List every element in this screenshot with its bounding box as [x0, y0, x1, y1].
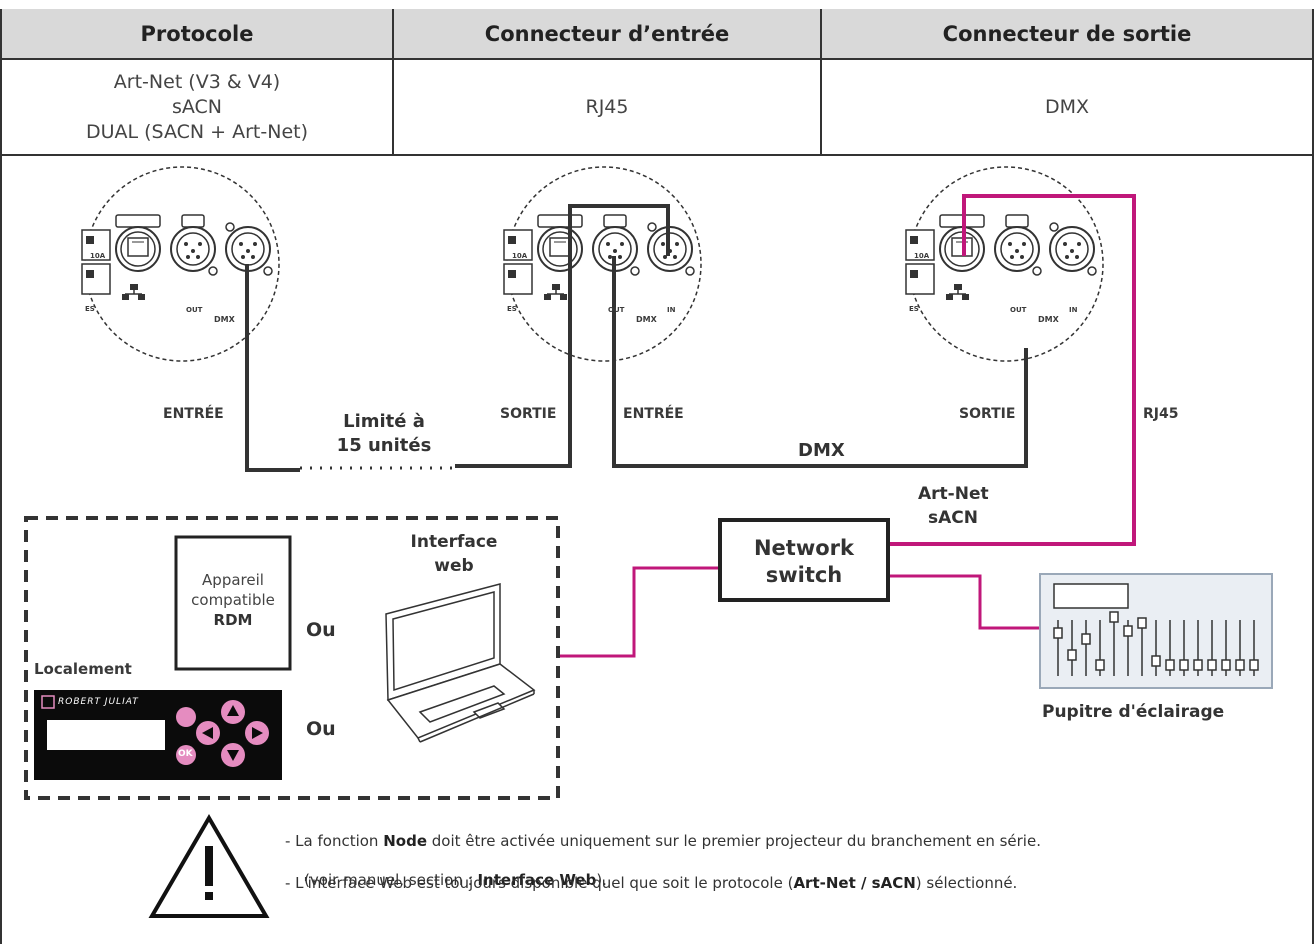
fixture-3-dmx-label: DMX — [1038, 315, 1059, 324]
switch-line-1: Network — [753, 536, 854, 560]
column-divider-2 — [820, 9, 822, 156]
column-divider-1 — [392, 9, 394, 156]
rdm-device-label: Appareil compatible RDM — [176, 570, 290, 630]
ou-label-1: Ou — [306, 619, 336, 641]
interface-line-2: web — [434, 556, 474, 576]
local-keypad — [34, 690, 282, 780]
note-3-pre: - L'interface Web est toujours disponibl… — [285, 874, 794, 892]
header-output-connector: Connecteur de sortie — [822, 9, 1312, 59]
label-sortie-3: SORTIE — [959, 406, 1016, 422]
localement-label: Localement — [34, 660, 132, 678]
fixture-2-es-label: ES — [507, 305, 517, 313]
label-entree-2: ENTRÉE — [623, 406, 684, 422]
label-entree-1: ENTRÉE — [163, 406, 224, 422]
output-connector-value: DMX — [1044, 95, 1090, 118]
limit-line-2: 15 unités — [336, 435, 432, 456]
protocol-list: Art-Net (V3 & V4) sACN DUAL (SACN + Art-… — [2, 59, 392, 155]
network-switch-label: Network switch — [724, 535, 884, 589]
fixture-3-in-label: IN — [1069, 306, 1078, 314]
fixture-3-out-label: OUT — [1010, 306, 1027, 314]
note-3-bold: Art-Net / sACN — [793, 874, 916, 892]
fixture-1-out-label: OUT — [186, 306, 203, 314]
cable-switch-console — [888, 574, 1040, 630]
lighting-console — [1039, 573, 1273, 689]
local-interfaces-box — [24, 516, 560, 800]
fixture-2 — [503, 166, 702, 362]
limit-label: Limité à 15 unités — [326, 410, 442, 458]
rdm-device-box — [174, 535, 292, 671]
label-sortie-2: SORTIE — [500, 406, 557, 422]
input-connector-value: RJ45 — [585, 95, 629, 118]
note-line-3: - L'interface Web est toujours disponibl… — [285, 874, 1017, 892]
fixture-2-in-label: IN — [667, 306, 676, 314]
interface-web-label: Interface web — [396, 530, 512, 578]
header-divider — [0, 58, 1314, 60]
fixture-3-es-label: ES — [909, 305, 919, 313]
fixture-2-fuse-label: 10A — [512, 252, 528, 260]
cable-out-2 — [455, 204, 670, 468]
limit-line-1: Limité à — [343, 411, 425, 432]
ou-label-2: Ou — [306, 718, 336, 740]
header-protocol: Protocole — [2, 9, 392, 59]
note-2-post: ). — [596, 871, 607, 889]
note-3-post: ) sélectionné. — [915, 874, 1018, 892]
cable-switch-laptop — [560, 566, 720, 658]
switch-line-2: switch — [765, 563, 843, 587]
fixture-2-out-label: OUT — [608, 306, 625, 314]
fixture-1-es-label: ES — [85, 305, 95, 313]
device-line-1: Appareil — [202, 571, 264, 589]
device-line-2: compatible — [191, 591, 275, 609]
note-2-pre: (voir manuel, section : — [294, 871, 478, 889]
note-line-1: - La fonction Node doit être activée uni… — [285, 832, 1041, 850]
fixture-1-fuse-label: 10A — [90, 252, 106, 260]
note-1-bold: Node — [383, 832, 427, 850]
protocol-dual: DUAL (SACN + Art-Net) — [85, 120, 308, 143]
console-label: Pupitre d'éclairage — [1042, 702, 1225, 722]
fixture-2-dmx-label: DMX — [636, 315, 657, 324]
protocol-labels: Art-Net sACN — [918, 482, 989, 530]
label-rj45: RJ45 — [1143, 406, 1179, 422]
device-line-3: RDM — [213, 611, 253, 629]
note-2-bold: Interface Web — [477, 871, 597, 889]
note-line-2: (voir manuel, section : Interface Web). — [285, 853, 607, 889]
laptop-illustration — [385, 583, 536, 743]
fixture-1 — [81, 166, 280, 362]
cable-in-1 — [245, 264, 300, 472]
protocol-sacn: sACN — [171, 95, 223, 118]
header-input-connector: Connecteur d’entrée — [394, 9, 820, 59]
note-1-pre: - La fonction — [285, 832, 384, 850]
fixture-3-fuse-label: 10A — [914, 252, 930, 260]
dmx-label: DMX — [798, 440, 845, 461]
cable-in-2 — [612, 256, 1028, 468]
protocol-artnet: Art-Net (V3 & V4) — [113, 70, 281, 93]
keypad-ok-label: OK — [178, 749, 193, 759]
warning-icon — [148, 814, 270, 918]
artnet-label: Art-Net — [918, 484, 989, 504]
interface-line-1: Interface — [410, 532, 498, 552]
diagram-frame — [0, 154, 1314, 944]
network-switch-box — [718, 518, 890, 602]
note-1-post: doit être activée uniquement sur le prem… — [427, 832, 1041, 850]
fixture-1-dmx-label: DMX — [214, 315, 235, 324]
cable-node-rj45 — [890, 194, 1136, 546]
keypad-brand: ROBERT JULIAT — [58, 697, 139, 707]
sacn-label: sACN — [928, 508, 978, 528]
